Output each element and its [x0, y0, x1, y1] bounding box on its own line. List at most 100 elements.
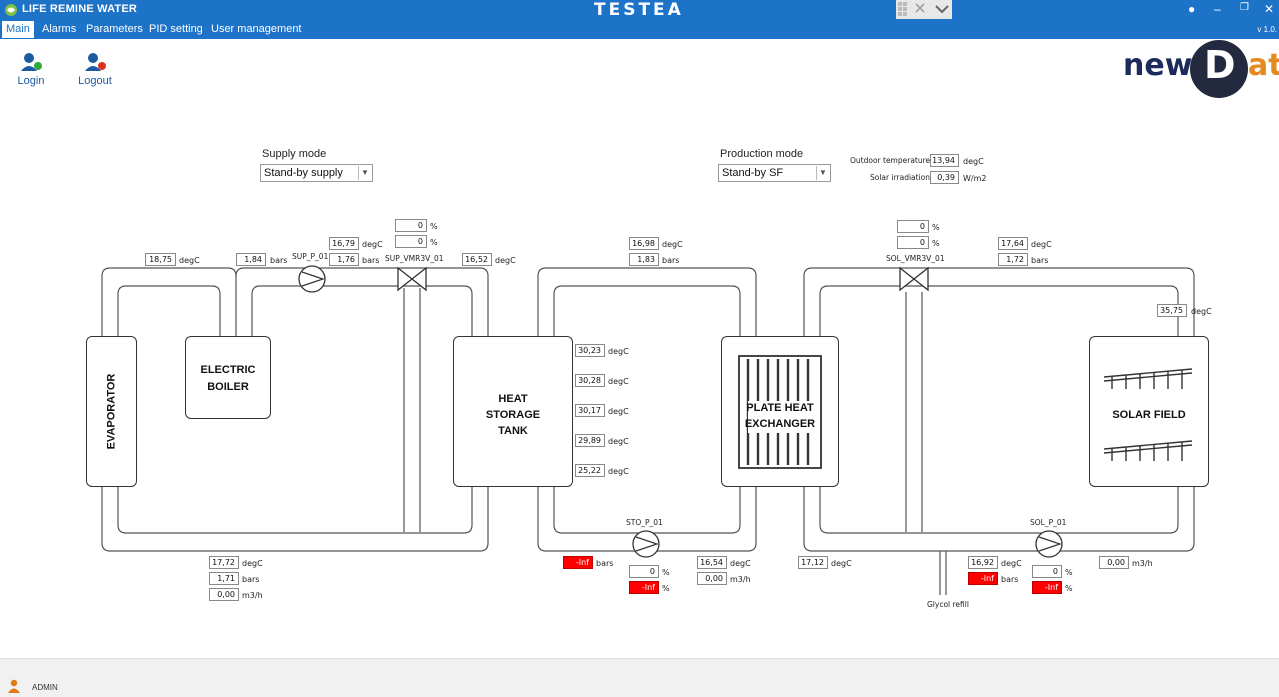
- unit-percent: %: [430, 238, 438, 247]
- irradiation-value: 0,39: [930, 171, 959, 184]
- unit-percent: %: [932, 223, 940, 232]
- pipe-supply-outer: [101, 267, 237, 337]
- pipe-evap-return: [101, 486, 489, 552]
- evap-return-flow: 0,00: [209, 588, 239, 601]
- sup-in-pressure: 1,84: [236, 253, 266, 266]
- boiler-label-2: BOILER: [207, 381, 249, 393]
- newdat-logo-text: new: [1123, 48, 1193, 83]
- tab-main[interactable]: Main: [2, 21, 34, 38]
- unit-flow: m3/h: [1132, 559, 1153, 568]
- tab-user-management[interactable]: User management: [211, 23, 302, 35]
- unit-degc: degC: [662, 240, 683, 249]
- unit-degc: degC: [608, 467, 629, 476]
- grid-icon: [898, 2, 949, 16]
- pipe-supply-inner: [117, 285, 221, 337]
- tab-alarms[interactable]: Alarms: [42, 23, 77, 35]
- status-user: ADMIN: [32, 683, 58, 692]
- phe-return-temp: 17,12: [798, 556, 828, 569]
- tank-label-1: HEAT: [498, 393, 528, 405]
- sup-valve-position-b: 0: [395, 235, 427, 248]
- unit-bars: bars: [1001, 575, 1019, 584]
- unit-degc: degC: [608, 347, 629, 356]
- tank-label-2: STORAGE: [485, 409, 541, 421]
- evap-return-pressure: 1,71: [209, 572, 239, 585]
- tank-label-3: TANK: [498, 425, 528, 437]
- supply-mode-label: Supply mode: [262, 148, 327, 160]
- restore-icon[interactable]: ❐: [1240, 2, 1249, 13]
- sol-pump-tag: SOL_P_01: [1030, 518, 1067, 527]
- unit-bars: bars: [1031, 256, 1049, 265]
- sto-out-flow: 0,00: [697, 572, 727, 585]
- outdoor-temp-label: Outdoor temperature: [850, 156, 931, 165]
- sup-pump-icon: [298, 265, 326, 293]
- unit-degc: degC: [495, 256, 516, 265]
- heat-storage-tank-block: HEAT STORAGE TANK: [453, 336, 573, 487]
- supply-mode-select[interactable]: Stand-by supply ▼: [260, 164, 373, 182]
- unit-degc: degC: [1031, 240, 1052, 249]
- unit-percent: %: [1065, 568, 1073, 577]
- sol-pump-speed: 0: [1032, 565, 1062, 578]
- login-button[interactable]: Login: [14, 52, 48, 87]
- pipe-solar-bottom-inner: [819, 486, 1179, 534]
- newdat-logo-circle: D: [1190, 40, 1248, 98]
- view-toggle-group[interactable]: [896, 0, 952, 19]
- sup-pump-pressure: 1,76: [329, 253, 359, 266]
- phe-label-1: PLATE HEAT: [746, 402, 814, 414]
- irradiation-label: Solar irradiation: [870, 173, 931, 182]
- chevron-down-icon: ▼: [816, 166, 829, 180]
- tab-parameters[interactable]: Parameters: [86, 23, 143, 35]
- sol-valve-position-b: 0: [897, 236, 929, 249]
- phe-label-2: EXCHANGER: [744, 418, 816, 430]
- app-title: LIFE REMINE WATER: [22, 3, 138, 15]
- logout-button[interactable]: Logout: [76, 52, 114, 87]
- pipe-solar-bypass: [905, 292, 923, 532]
- sup-valve-icon: [397, 266, 427, 292]
- user-icon: [8, 679, 20, 693]
- pipe-supply-outer2: [235, 267, 489, 337]
- unit-bars: bars: [596, 559, 614, 568]
- sto-pump-tag: STO_P_01: [626, 518, 663, 527]
- unit-bars: bars: [270, 256, 288, 265]
- sto-pump-icon: [632, 530, 660, 558]
- evaporator-block: EVAPORATOR: [86, 336, 137, 487]
- outdoor-temp-unit: degC: [963, 157, 984, 166]
- sol-pump-temp: 16,92: [968, 556, 998, 569]
- production-mode-value: Stand-by SF: [722, 167, 784, 179]
- tab-pid-setting[interactable]: PID setting: [149, 23, 203, 35]
- unit-flow: m3/h: [242, 591, 263, 600]
- solar-out-temp: 35,75: [1157, 304, 1187, 317]
- sto-in-temp: 16,98: [629, 237, 659, 250]
- plate-icon: [738, 355, 822, 469]
- user-icon[interactable]: ●: [1188, 2, 1196, 16]
- unit-flow: m3/h: [730, 575, 751, 584]
- sol-in-pressure: 1,72: [998, 253, 1028, 266]
- pipe-solar-top-inner: [819, 285, 1179, 337]
- unit-degc: degC: [1191, 307, 1212, 316]
- sto-pump-speed: 0: [629, 565, 659, 578]
- sol-pump-icon: [1035, 530, 1063, 558]
- evap-return-temp: 17,72: [209, 556, 239, 569]
- sup-pump-tag: SUP_P_01: [292, 252, 329, 261]
- status-bar: ADMIN: [0, 658, 1279, 697]
- menu-bar: Main Alarms Parameters PID setting User …: [0, 20, 1279, 39]
- pipe-solar-top: [803, 267, 1195, 337]
- tank-temp-1: 30,23: [575, 344, 605, 357]
- chevron-down-icon: ▼: [358, 166, 371, 180]
- title-bar: LIFE REMINE WATER TESTEA ● – ❐ ✕: [0, 0, 1279, 20]
- minimize-icon[interactable]: –: [1214, 2, 1221, 16]
- unit-degc: degC: [1001, 559, 1022, 568]
- boiler-label-1: ELECTRIC: [200, 364, 256, 376]
- solar-field-block: SOLAR FIELD: [1089, 336, 1209, 487]
- sto-pump-pressure-alarm: -Inf: [563, 556, 593, 569]
- unit-degc: degC: [608, 437, 629, 446]
- sol-pump-flow: 0,00: [1099, 556, 1129, 569]
- sto-in-pressure: 1,83: [629, 253, 659, 266]
- unit-percent: %: [430, 222, 438, 231]
- unit-degc: degC: [831, 559, 852, 568]
- solar-panel-icon: [1103, 368, 1193, 389]
- close-icon[interactable]: ✕: [1264, 2, 1275, 16]
- production-mode-select[interactable]: Stand-by SF ▼: [718, 164, 831, 182]
- electric-boiler-block: ELECTRIC BOILER: [185, 336, 271, 419]
- login-label: Login: [17, 75, 45, 87]
